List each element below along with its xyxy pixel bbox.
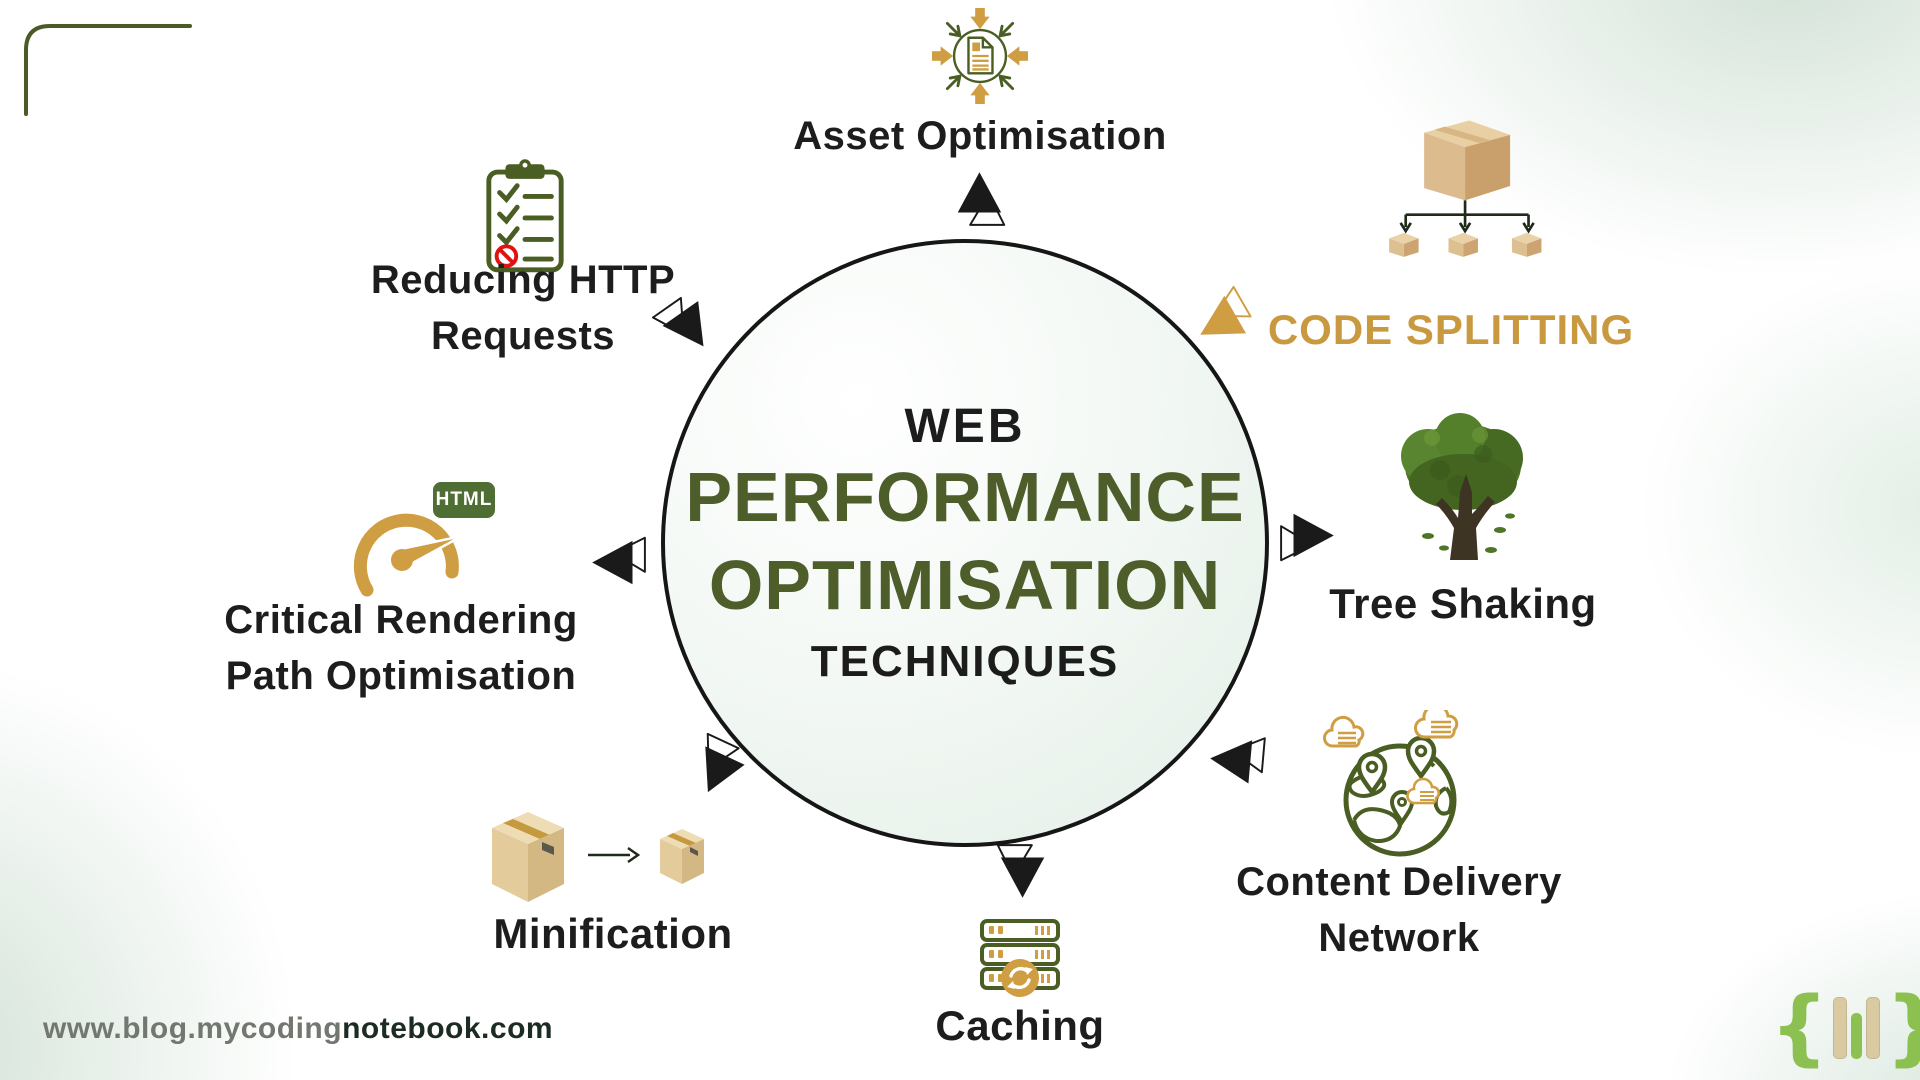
arrow-icon-right [1278, 512, 1340, 562]
label-minification: Minification [493, 910, 733, 957]
large-package-icon [492, 812, 564, 902]
label-tree-shaking: Tree Shaking [1329, 580, 1597, 627]
website-url: www.blog.mycodingnotebook.com [43, 1012, 553, 1046]
arrow-icon-top [956, 166, 1006, 228]
package-minify-icon [486, 806, 708, 904]
logo-close-brace: } [1885, 987, 1920, 1069]
label-code-splitting: CODE SPLITTING [1267, 306, 1635, 353]
map-pin-icon [1356, 735, 1437, 826]
title-techniques: TECHNIQUES [810, 637, 1120, 686]
label-asset-optimisation: Asset Optimisation [793, 114, 1167, 158]
globe-cdn-icon [1323, 710, 1459, 857]
tree-icon [1401, 413, 1523, 560]
corner-accent-line [24, 24, 192, 116]
transform-arrow-icon [588, 847, 640, 863]
arrow-icon-left [586, 536, 648, 586]
checklist-icon [486, 159, 564, 273]
title-performance: PERFORMANCE [685, 458, 1245, 536]
title-web: WEB [904, 400, 1026, 453]
package-split-icon [1389, 120, 1542, 257]
compress-document-icon [932, 8, 1028, 104]
label-caching: Caching [935, 1002, 1105, 1049]
website-url-suffix: notebook.com [342, 1012, 554, 1045]
logo-braces: { } [1770, 980, 1920, 1075]
label-reducing-http: Reducing HTTP Requests [370, 258, 676, 358]
title-optimisation: OPTIMISATION [708, 545, 1222, 624]
logo-bar-right [1866, 997, 1881, 1059]
arrow-icon-bottom-right [1202, 731, 1268, 786]
logo-bar-middle [1851, 1013, 1863, 1059]
logo-book-bars [1833, 997, 1881, 1059]
label-critical-rendering: Critical Rendering Path Optimisation [224, 598, 578, 698]
label-cdn: Content Delivery Network [1236, 860, 1562, 960]
server-cache-icon [980, 919, 1060, 997]
html-badge: HTML [433, 482, 495, 518]
small-package-icon [660, 829, 704, 884]
gauge-arc [353, 513, 463, 597]
cloud-server-icon [1323, 710, 1459, 805]
website-url-prefix: www.blog.mycoding [43, 1012, 343, 1045]
speedometer-icon: HTML [340, 478, 500, 598]
central-title-circle: WEB PERFORMANCE OPTIMISATION TECHNIQUES [661, 239, 1269, 847]
logo-open-brace: { [1770, 980, 1829, 1075]
arrow-icon-bottom [996, 842, 1046, 904]
logo-bar-left [1833, 997, 1848, 1059]
